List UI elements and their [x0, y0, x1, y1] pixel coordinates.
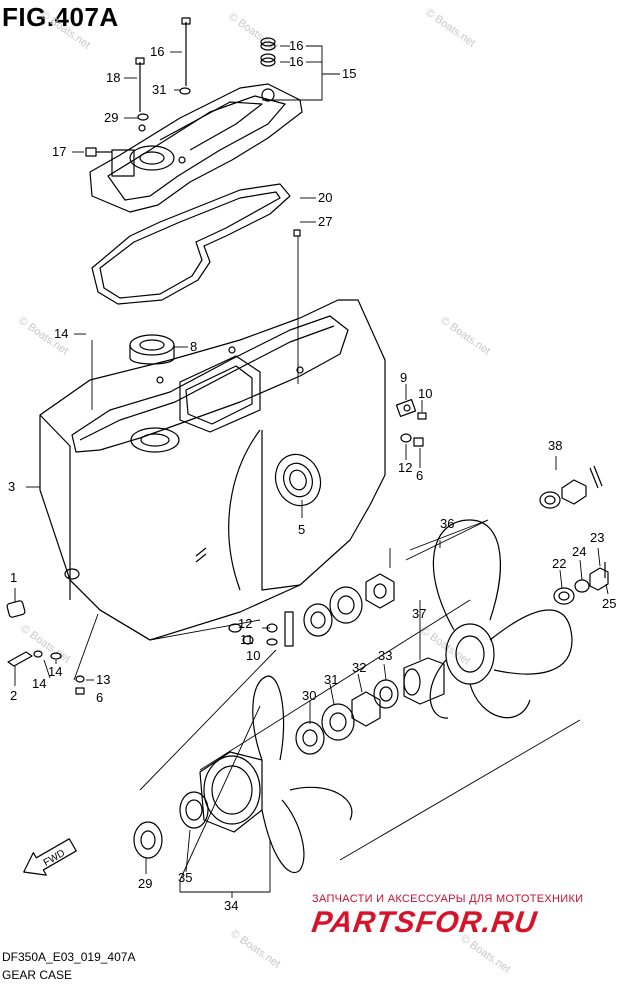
watermark-text: © Boats.net [226, 11, 280, 54]
callout-12: 13 [96, 672, 110, 687]
callout-4: 8 [190, 339, 197, 354]
callout-8: 10 [418, 386, 432, 401]
callout-16: 16 [289, 38, 303, 53]
callout-18: 18 [106, 70, 120, 85]
spacer-group [303, 573, 395, 637]
gear-case [39, 299, 386, 641]
watermark-text: © Boats.net [228, 928, 282, 971]
brand-tagline: ЗАПЧАСТИ И АКСЕССУАРЫ ДЛЯ МОТОТЕХНИКИ [312, 893, 584, 905]
callout-32: 33 [378, 648, 392, 663]
callout-25: 29 [104, 110, 118, 125]
callout-16: 16 [289, 54, 303, 69]
callout-14: 14 [32, 676, 46, 691]
bearing [129, 334, 175, 365]
figure-code: DF350A_E03_019_407A [2, 950, 136, 964]
callout-31: 32 [352, 660, 366, 675]
callout-22: 23 [590, 530, 604, 545]
callout-9: 10 [246, 648, 260, 663]
callout-30: 31 [324, 672, 338, 687]
watermark-text: © Boats.net [438, 315, 492, 358]
callout-27: 31 [152, 82, 166, 97]
gasket [91, 183, 291, 305]
figure-title: FIG.407A [2, 2, 119, 32]
watermark-text: © Boats.net [423, 7, 477, 50]
callout-35: 36 [440, 516, 454, 531]
callout-20: 20 [318, 190, 332, 205]
figure-name: GEAR CASE [2, 968, 73, 982]
callout-19: 16 [150, 44, 164, 59]
callout-24: 25 [602, 596, 616, 611]
callout-6: 6 [96, 690, 103, 705]
callout-37: 38 [548, 438, 562, 453]
callout-26: 27 [318, 214, 332, 229]
callout-5: 5 [298, 522, 305, 537]
propeller-rear [429, 519, 573, 719]
callout-17: 17 [52, 144, 66, 159]
callout-36: 37 [412, 606, 426, 621]
fwd-arrow: FWD [23, 838, 77, 876]
callout-15: 15 [342, 66, 356, 81]
dowel-pin [293, 229, 301, 237]
callout-12: 12 [398, 460, 412, 475]
callout-7: 9 [400, 370, 407, 385]
callout-6: 6 [416, 468, 423, 483]
callout-10: 11 [240, 632, 254, 647]
nut-and-pin [539, 465, 603, 509]
propeller-front [133, 675, 353, 873]
callout-34: 35 [178, 870, 192, 885]
brand-name: PARTSFOR.RU [309, 906, 540, 939]
callout-21: 22 [552, 556, 566, 571]
callout-29: 30 [302, 688, 316, 703]
callout-3: 3 [8, 479, 15, 494]
callout-11: 12 [238, 616, 252, 631]
callout-14: 14 [48, 664, 62, 679]
spacer-sleeve [403, 657, 445, 705]
callout-1: 1 [10, 570, 17, 585]
top-plate-inner [107, 95, 286, 201]
callout-13: 14 [54, 326, 68, 341]
callout-28: 29 [138, 876, 152, 891]
callout-23: 24 [572, 544, 586, 559]
top-plate [89, 83, 303, 213]
oil-seal [274, 453, 322, 507]
callout-2: 2 [10, 688, 17, 703]
fwd-label: FWD [42, 848, 67, 869]
watermark-text: © Boats.net [38, 9, 92, 52]
top-plate-group [85, 17, 303, 213]
callout-33: 34 [224, 898, 238, 913]
